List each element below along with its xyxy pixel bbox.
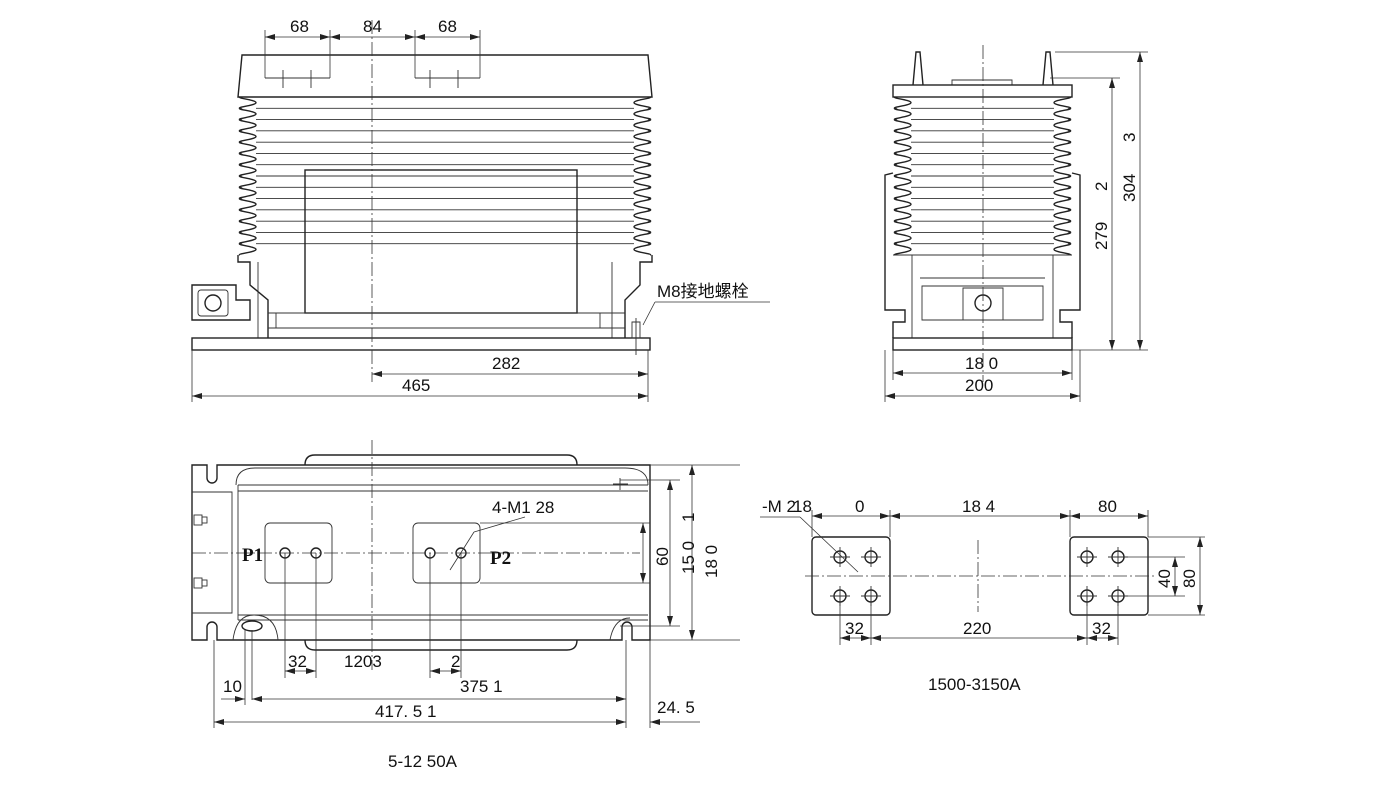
lugs: [912, 51, 1054, 86]
dim-68-left: 68: [290, 17, 309, 36]
dim-60: 60: [653, 547, 672, 566]
fin-profile: [633, 96, 652, 256]
dim-24-5: 24. 5: [657, 698, 695, 717]
side-dim-304: 304: [1120, 174, 1139, 202]
dim-32: 32: [288, 652, 307, 671]
p1-label: P1: [242, 545, 263, 566]
dim-2: 2: [451, 652, 460, 671]
side-dim-180: 18 0: [965, 354, 998, 373]
base-plate: [191, 337, 651, 351]
front-view: M8接地螺栓 68 84 68 282 465: [191, 17, 770, 402]
core-window: [304, 169, 578, 314]
plan-view: P1 P2 4-M1 28 60 15 0 1 18 0 32 1203 2 1…: [191, 440, 740, 771]
dim-84: 84: [363, 17, 382, 36]
busbar-dim-0: 0: [855, 497, 864, 516]
hole-crosshair: [1077, 547, 1097, 567]
busbar-dim-40: 40: [1155, 569, 1174, 588]
dim-180: 18 0: [702, 545, 721, 578]
dim-282: 282: [492, 354, 520, 373]
dim-375: 375 1: [460, 677, 503, 696]
plan-caption: 5-12 50A: [388, 752, 458, 771]
busbar-dim-80-top: 80: [1098, 497, 1117, 516]
busbar-dim-184: 18 4: [962, 497, 995, 516]
busbar-dim-18: 18: [793, 497, 812, 516]
hole-crosshair: [861, 547, 881, 567]
side-top-cap: [892, 84, 1073, 98]
fin-profile: [1053, 96, 1072, 256]
busbar-holes: [830, 547, 1128, 606]
dim-150: 15 0: [679, 541, 698, 574]
busbar-dim-80-right: 80: [1180, 569, 1199, 588]
hole-label: 4-M1 28: [492, 498, 554, 517]
side-dim-200: 200: [965, 376, 993, 395]
busbar-view: -M 2 18 0 18 4 80 32 220 32 40 80 1500-3…: [760, 497, 1205, 694]
plan-outline: [191, 464, 651, 641]
side-dim-279: 279: [1092, 222, 1111, 250]
terminal-box: [191, 284, 251, 321]
hole-crosshair: [830, 547, 850, 567]
dim-68-right: 68: [438, 17, 457, 36]
busbar-dim-32-left: 32: [845, 619, 864, 638]
busbar-dim-220: 220: [963, 619, 991, 638]
side-fins: [893, 96, 1072, 256]
p2-label: P2: [490, 548, 511, 569]
side-dim-3: 3: [1120, 133, 1139, 142]
dim-465: 465: [402, 376, 430, 395]
side-dim-2: 2: [1092, 182, 1111, 191]
fin-profile: [238, 96, 257, 256]
dim-417-5: 417. 5 1: [375, 702, 436, 721]
top-cap: [237, 54, 653, 98]
side-view: 18 0 200 279 2 304 3: [884, 45, 1148, 402]
dim-1: 1: [679, 513, 698, 522]
busbar-dim-32-right: 32: [1092, 619, 1111, 638]
side-legs: [237, 255, 653, 338]
busbar-hole-label: -M 2: [762, 497, 796, 516]
dim-1203: 1203: [344, 652, 382, 671]
front-fins: [238, 96, 652, 256]
fin-profile: [893, 96, 912, 256]
ground-bolt-label: M8接地螺栓: [657, 282, 749, 301]
busbar-caption: 1500-3150A: [928, 675, 1021, 694]
dim-10: 10: [223, 677, 242, 696]
terminal-circle: [204, 294, 222, 312]
